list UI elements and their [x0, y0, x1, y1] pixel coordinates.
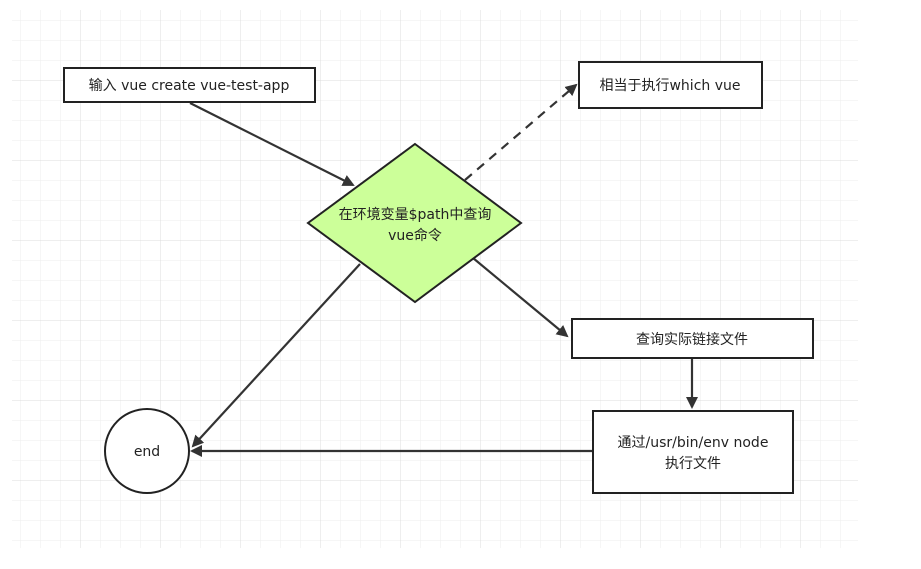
- node-end-label: end: [134, 444, 160, 460]
- node-end: end: [104, 408, 190, 494]
- node-which: 相当于执行which vue: [578, 61, 763, 109]
- decision-diamond: [306, 142, 523, 304]
- node-input: 输入 vue create vue-test-app: [63, 67, 316, 103]
- node-execute: 通过/usr/bin/env node 执行文件: [592, 410, 794, 494]
- node-decision-line1: 在环境变量$path中查询: [339, 207, 492, 223]
- node-decision: 在环境变量$path中查询 vue命令: [306, 142, 523, 304]
- end-circle: [104, 408, 190, 494]
- node-decision-line2: vue命令: [388, 227, 442, 244]
- edge-input-to-decision: [189, 102, 355, 186]
- node-lookup-label: 查询实际链接文件: [636, 331, 748, 348]
- node-lookup: 查询实际链接文件: [571, 318, 814, 359]
- edge-decision-to-which: [464, 83, 578, 181]
- edge-decision-to-end: [191, 263, 361, 448]
- node-which-label: 相当于执行which vue: [599, 78, 740, 94]
- node-execute-line1: 通过/usr/bin/env node: [618, 435, 769, 451]
- node-execute-line2: 执行文件: [665, 456, 721, 472]
- edge-decision-to-lookup: [472, 257, 569, 338]
- node-input-label: 输入 vue create vue-test-app: [89, 78, 290, 94]
